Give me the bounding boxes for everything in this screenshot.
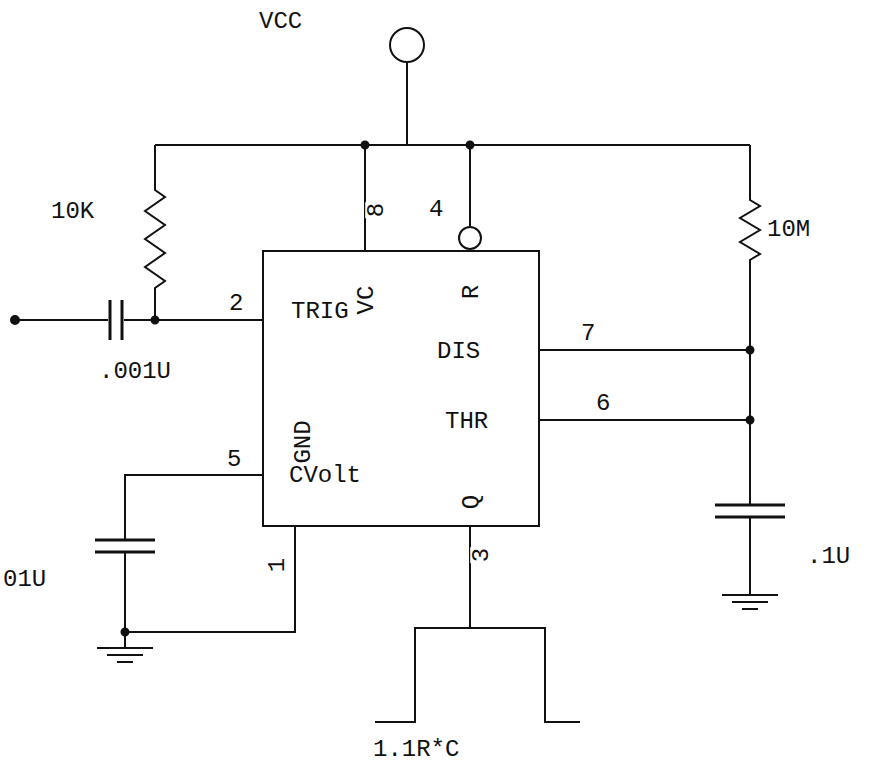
component-value: 01U <box>2 568 47 592</box>
ground-symbol <box>722 594 778 596</box>
component-value: .001U <box>98 360 172 384</box>
pin-name: Q <box>460 494 484 510</box>
ic-555-box: TRIGVC R DIS THR GNDCVoltQ <box>262 250 540 527</box>
reset-bubble <box>459 227 481 249</box>
pin-number: 3 <box>470 547 494 563</box>
pin-name: THR <box>444 410 489 434</box>
pin-name: DIS <box>436 340 481 364</box>
capacitor-symbol <box>715 504 785 507</box>
supply-label: VCC <box>258 10 303 34</box>
pin-number: 4 <box>428 198 444 222</box>
capacitor-symbol <box>109 300 112 340</box>
pin-number: 2 <box>228 292 244 316</box>
vcc-rail <box>155 144 750 146</box>
pin-name: TRIG <box>290 300 350 324</box>
pin-name: VC <box>355 285 379 316</box>
pulse-width-label: 1.1R*C <box>372 738 460 762</box>
capacitor-symbol <box>95 539 155 542</box>
ground-symbol <box>97 647 153 649</box>
resistor-symbol <box>740 145 760 505</box>
component-value: .1U <box>806 545 851 569</box>
resistor-symbol <box>145 145 165 320</box>
output-pulse <box>375 628 580 722</box>
vcc-terminal <box>390 28 424 62</box>
pin-number: 6 <box>595 392 611 416</box>
pin-name: R <box>460 284 484 300</box>
component-value: 10K <box>50 200 95 224</box>
pin-number: 7 <box>580 322 596 346</box>
pin-name: GND <box>292 419 316 464</box>
pin-number: 1 <box>266 557 290 573</box>
component-value: 10M <box>766 218 811 242</box>
pin-name: CVolt <box>288 464 362 488</box>
pin-number: 5 <box>226 448 242 472</box>
pin-number: 8 <box>365 202 389 218</box>
